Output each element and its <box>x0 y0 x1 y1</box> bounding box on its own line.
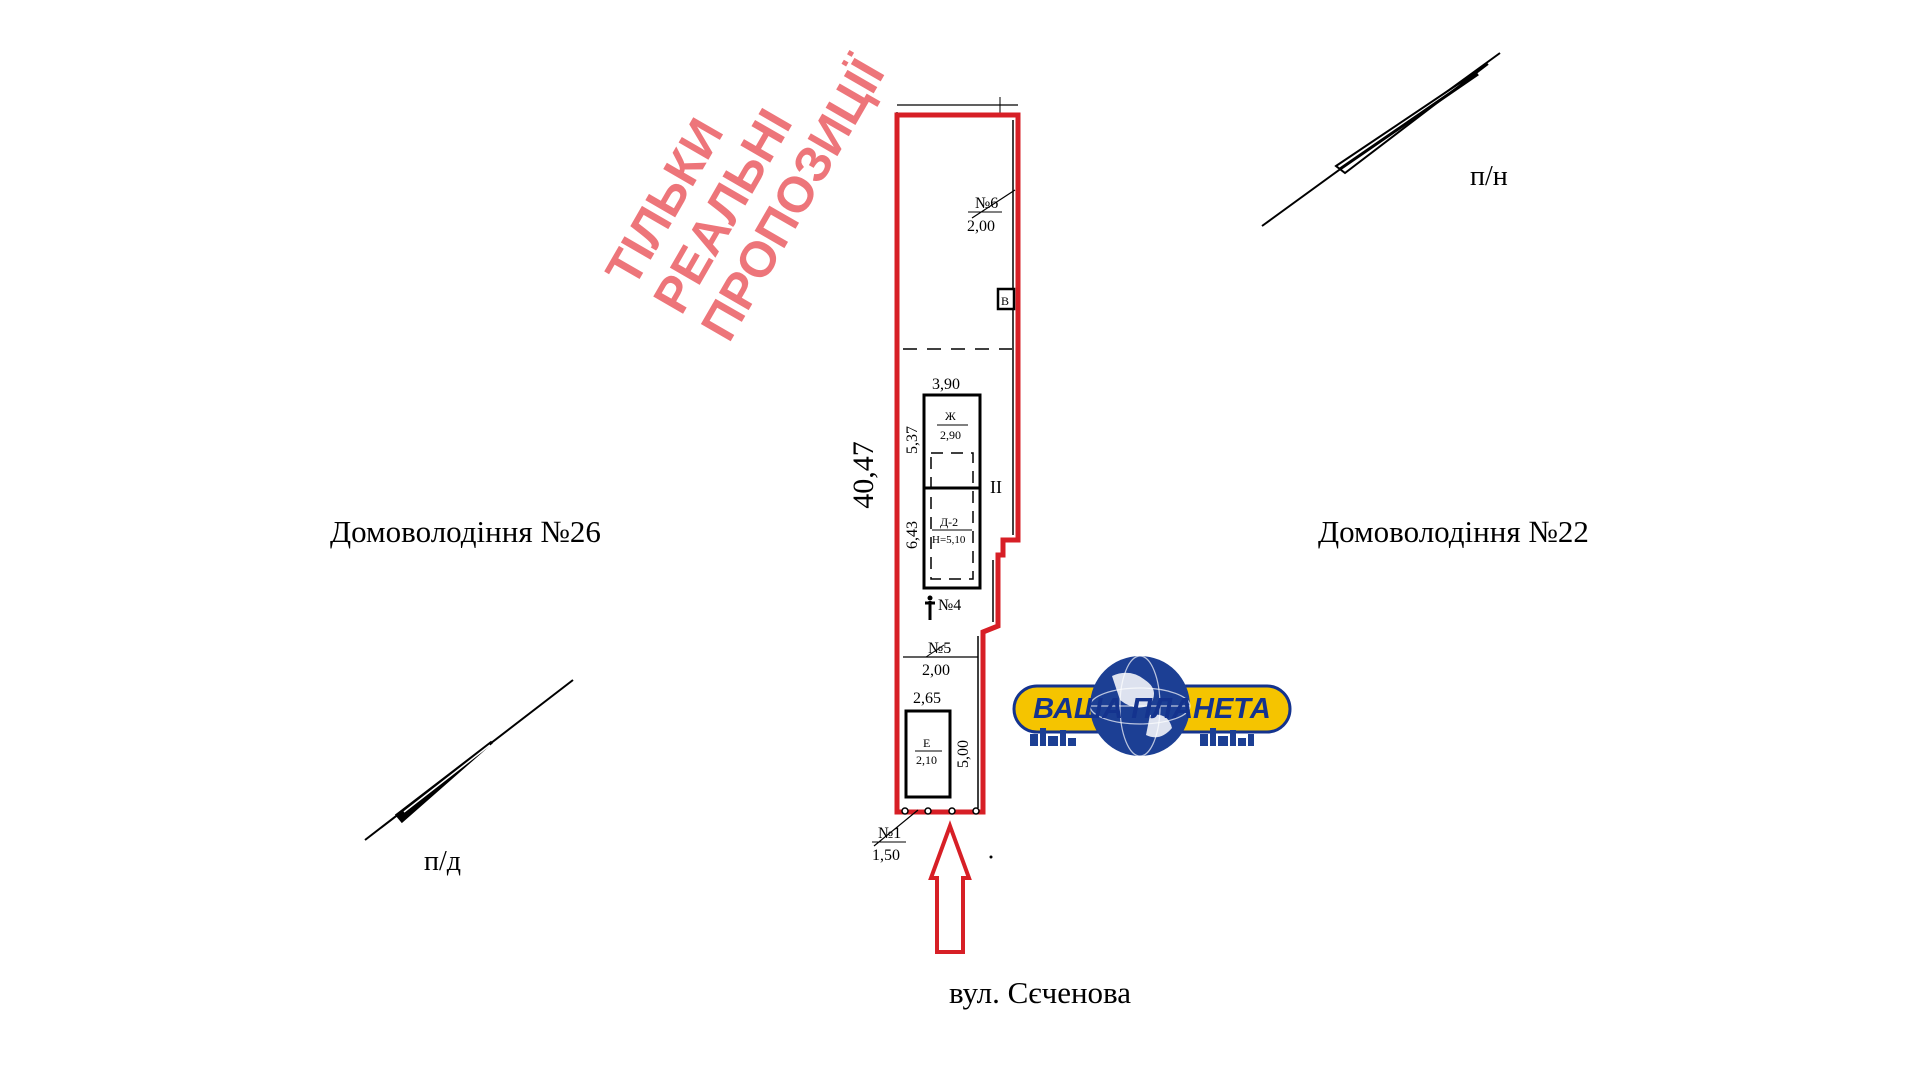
inner-wall-lines <box>977 120 1014 808</box>
leader-p5 <box>925 644 945 658</box>
south-arrow <box>364 679 574 841</box>
point-5-label: №5 <box>928 640 951 657</box>
neighbor-left-label: Домоволодіння №26 <box>330 514 601 549</box>
building-zh-width: 3,90 <box>932 376 960 393</box>
neighbor-right-label: Домоволодіння №22 <box>1318 514 1589 549</box>
vasha-planeta-logo: ВАША ПЛАНЕТА <box>1012 655 1292 757</box>
b-marker-box <box>996 287 1016 311</box>
plot-outline <box>894 112 1021 815</box>
logo-text: ВАША ПЛАНЕТА <box>1033 693 1271 725</box>
street-label: вул. Сєченова <box>949 975 1131 1010</box>
b-marker-label: В <box>1001 294 1009 308</box>
roman-marker: II <box>990 477 1002 497</box>
water-tap-icon <box>925 595 935 620</box>
north-label: п/н <box>1470 161 1508 192</box>
building-zh-depth: 5,37 <box>904 426 921 454</box>
building-e-width: 2,65 <box>913 690 941 707</box>
building-d2 <box>922 486 982 590</box>
building-zh-height: 2,90 <box>940 428 961 442</box>
building-d2-height: Н=5,10 <box>932 534 966 546</box>
entrance-arrow <box>928 820 972 954</box>
point-5-value: 2,00 <box>922 662 950 679</box>
building-d2-depth: 6,43 <box>904 521 921 549</box>
point-1-value: 1,50 <box>872 847 900 864</box>
point-1-label: №1 <box>878 825 901 842</box>
building-e-height: 2,10 <box>916 753 937 767</box>
south-label: п/д <box>424 846 461 877</box>
building-e-depth: 5,00 <box>955 740 972 768</box>
building-d2-label: Д-2 <box>940 515 958 529</box>
building-zh-label: Ж <box>945 409 956 423</box>
leader-p6 <box>971 189 1016 219</box>
north-arrow <box>1261 52 1501 227</box>
building-e <box>904 709 952 799</box>
gate-markers <box>901 807 980 815</box>
stray-dot <box>989 855 993 859</box>
logo-skyline <box>1030 728 1254 746</box>
leader-p1 <box>873 809 919 847</box>
point-6-label: №6 <box>975 195 998 212</box>
building-e-label: Е <box>923 736 930 750</box>
dashed-inner-outline <box>930 452 974 580</box>
plot-length-label: 40,47 <box>847 441 880 509</box>
point-6-value: 2,00 <box>967 218 995 235</box>
watermark: ТІЛЬКИ РЕАЛЬНІ ПРОПОЗИЦІЇ <box>595 49 896 350</box>
point-4-label: №4 <box>938 597 961 614</box>
